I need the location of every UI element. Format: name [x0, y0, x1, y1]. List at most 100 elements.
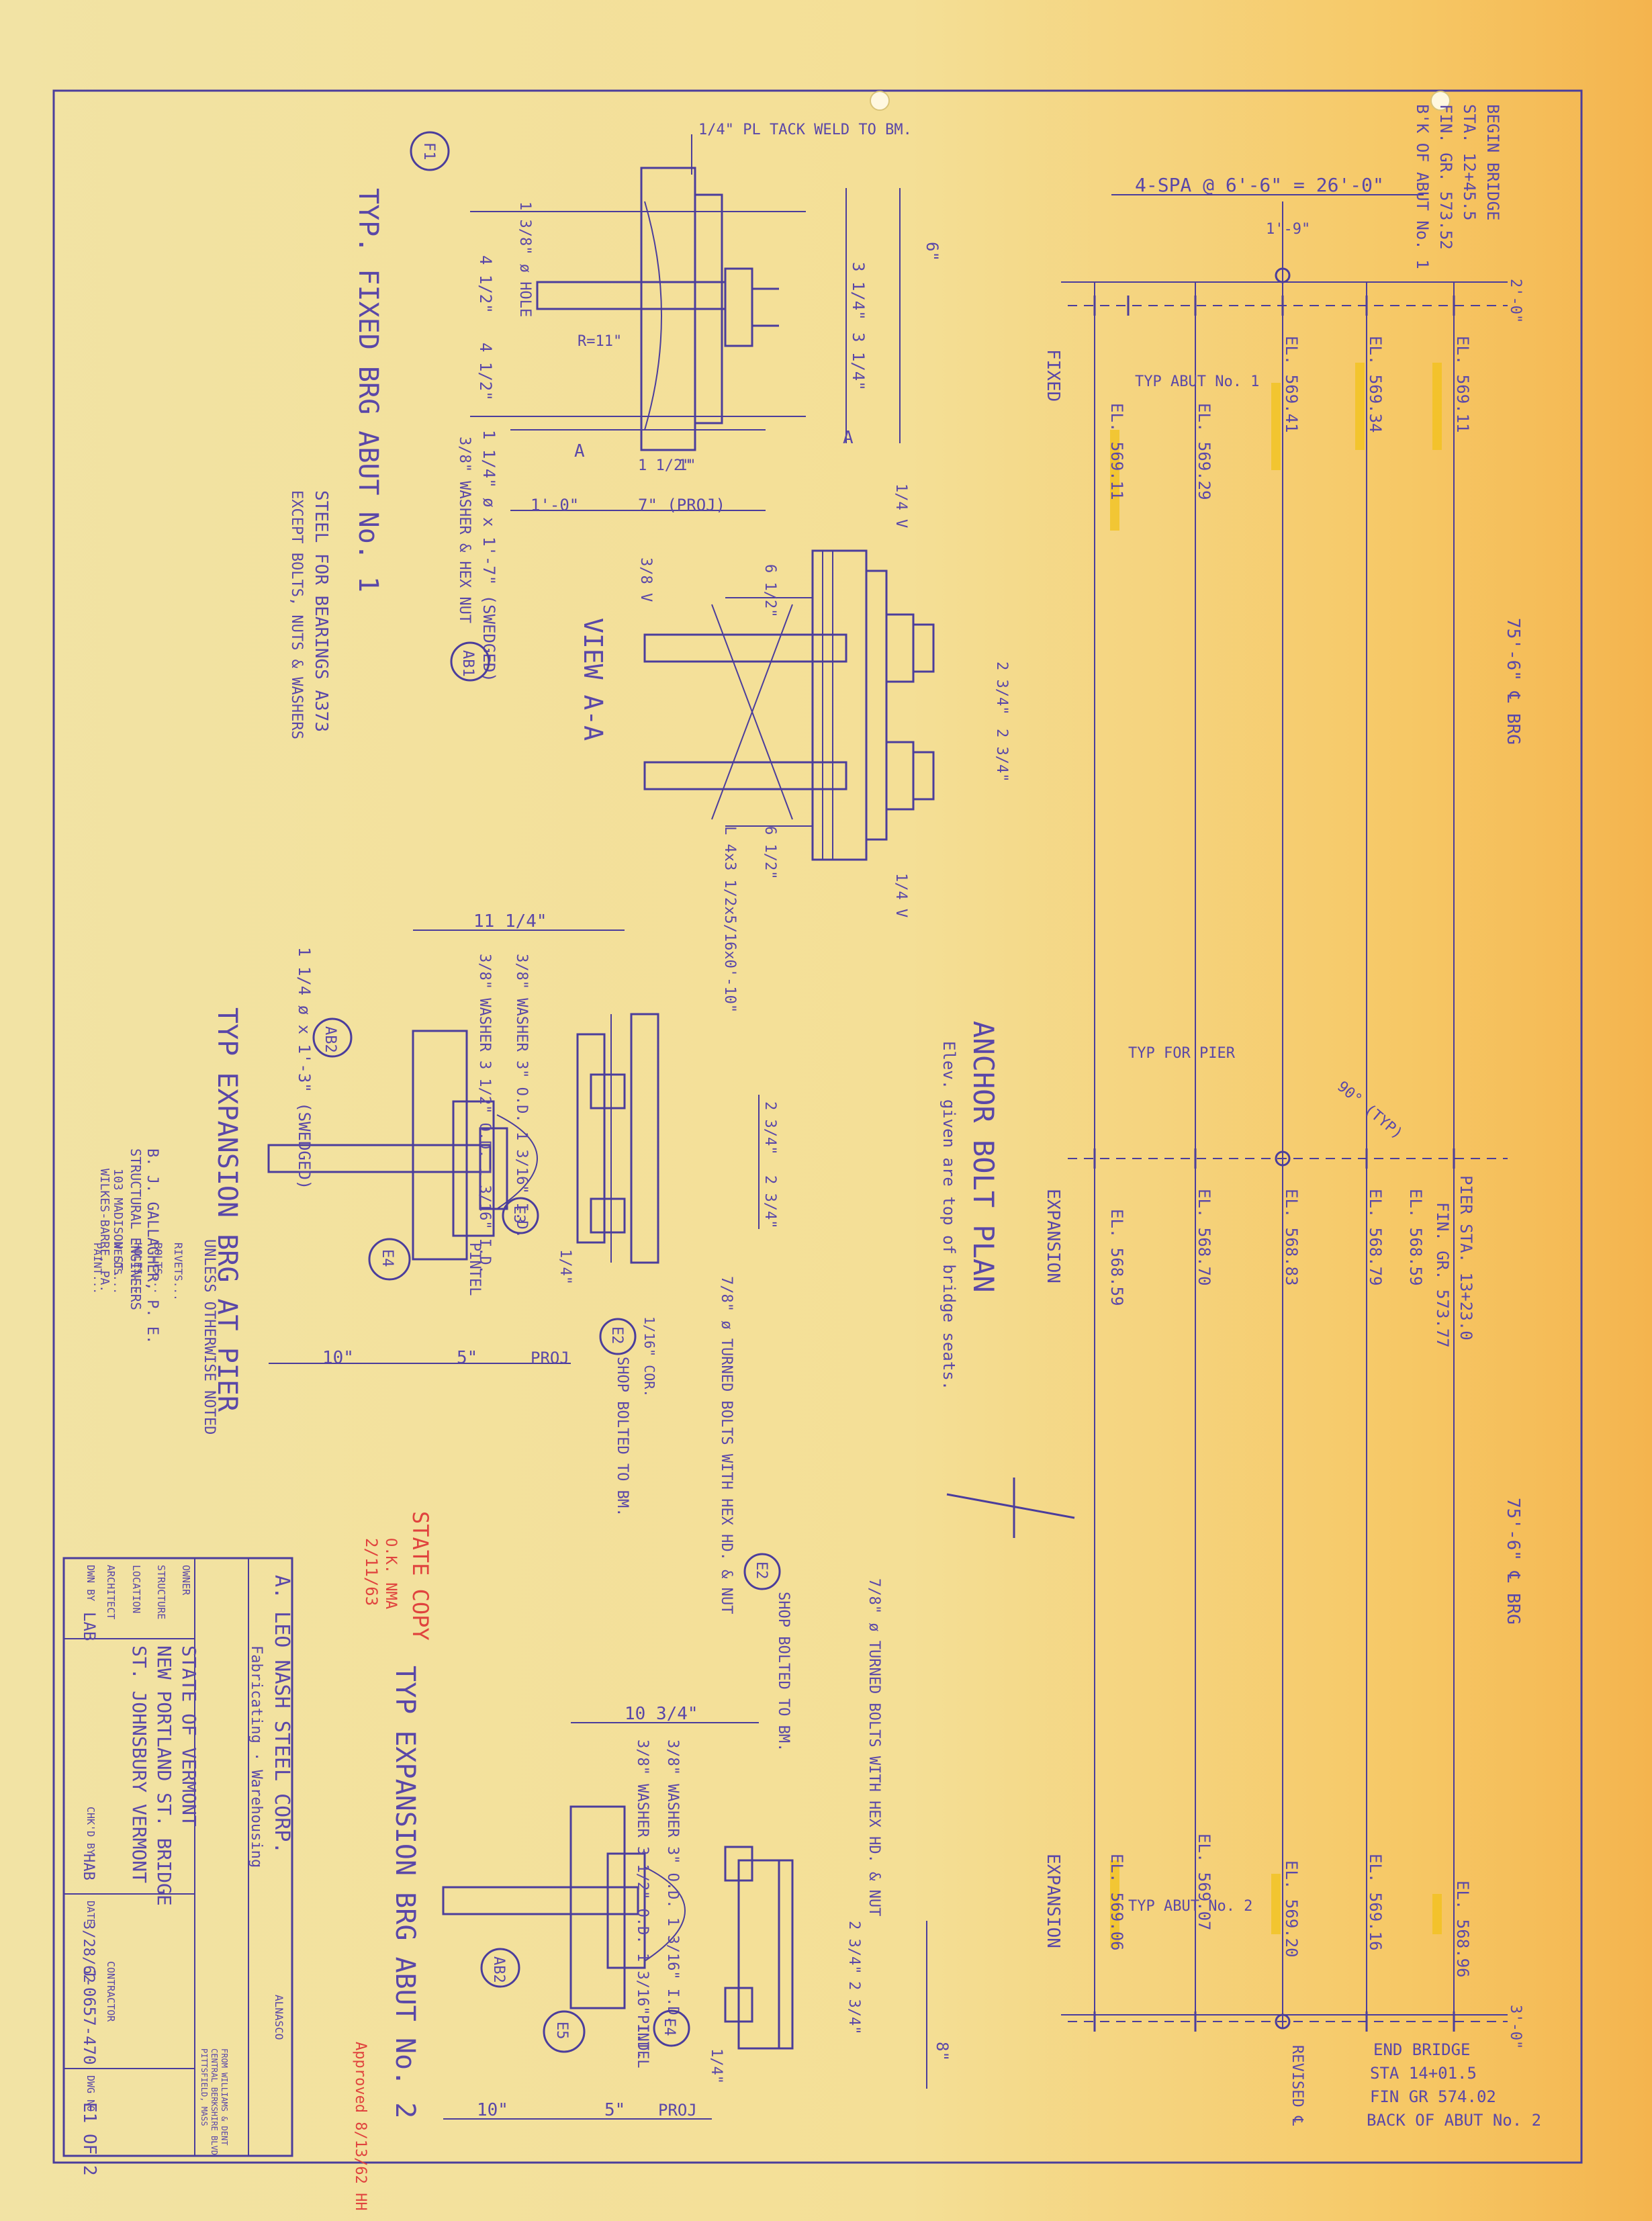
typ-pier: TYP FOR PIER [1128, 1045, 1236, 1062]
a2-dim-b: 2 3/4" [845, 1981, 862, 2034]
callout-e2-icon [502, 1197, 539, 1234]
callout-ab2b: AB2 [490, 1956, 507, 1983]
a2-proj: PROJ [658, 2101, 697, 2120]
company-tagline: Fabricating · Warehousing [248, 1645, 265, 1868]
a2-five: 5" [604, 2100, 625, 2120]
dim-6q-b: 6 1/2" [762, 826, 778, 879]
abut1-el-3: EL. 569.34 [1366, 336, 1385, 433]
callout-f1: F1 [420, 142, 437, 161]
pier-el-4: EL. 568.59 [1406, 1189, 1425, 1286]
dim-1-5: 1 1/2" [638, 457, 691, 474]
pier-proj: PROJ [531, 1349, 569, 1367]
notes-rivets: RIVETS... [172, 1242, 185, 1301]
pintel-a2: PINTEL [634, 2015, 651, 2068]
label-dwn: DWN BY [85, 1565, 97, 1601]
dim-1: 1" [678, 457, 696, 474]
dim-1ft: 1'-0" [531, 496, 579, 514]
pier-el-3: EL. 568.79 [1366, 1189, 1385, 1286]
value-location: ST. JOHNSBURY VERMONT [128, 1645, 150, 1883]
label-location: LOCATION [130, 1565, 142, 1613]
address-1: FROM WILLIAMS & DENT [220, 2048, 229, 2146]
washer-hex-note: 3/8" WASHER & HEX NUT [456, 437, 473, 623]
callout-ab2: AB2 [322, 1026, 338, 1053]
callout-e4-icon [653, 2009, 690, 2047]
view-aa: VIEW A-A 3/8 V 1/4 V 1/4 V 6 1/2" 6 1/2"… [578, 484, 1010, 1013]
pier-five: 5" [457, 1348, 477, 1368]
dim-6: 6" [923, 242, 942, 261]
callout-f1-icon [410, 131, 450, 171]
fixed-title: TYP. FIXED BRG ABUT No. 1 [353, 188, 383, 592]
engineer-3: 103 MADISON ST. [111, 1169, 125, 1278]
begin-bridge-3: FIN. GR. 573.52 [1436, 104, 1455, 250]
abut1-el-1: EL. 569.29 [1195, 403, 1213, 500]
address-3: PITTSFIELD, MASS [199, 2048, 209, 2126]
a2-dim-a: 2 3/4" [845, 1921, 862, 1974]
north-arrow-icon [946, 1478, 1075, 1538]
weld-2v-a: 1/4 V [892, 484, 909, 528]
dim-2q-b: 2 3/4" [993, 729, 1010, 782]
typ-abut1: TYP ABUT No. 1 [1135, 373, 1259, 390]
value-date: 3/28/62 [80, 1921, 97, 1983]
callout-e3: E4 [379, 1249, 396, 1267]
dim-proj: 7" (PROJ) [638, 496, 725, 514]
callout-ab1: AB1 [459, 650, 476, 677]
span-label-b: 75'-6" ℄ BRG [1503, 1498, 1523, 1625]
label-structure: STRUCTURE [155, 1565, 167, 1619]
fixed-bearing-view: 1/4" PL TACK WELD TO BM. 1 3/8" ø HOLE R… [288, 122, 942, 739]
title-block: A. LEO NASH STEEL CORP. Fabricating · Wa… [62, 1557, 293, 2176]
abut1-el-4: EL. 569.11 [1453, 336, 1472, 433]
three-ft-dim: 3'-0" [1507, 2005, 1524, 2049]
abut2-el-1: EL. 569.07 [1195, 1833, 1213, 1931]
label-dwg: DWG NO [85, 2075, 97, 2112]
pier-bearing-view: 11 1/4" 3/8" WASHER 3" O.D. 1 3/16" I.D.… [97, 911, 778, 1614]
callout-e1b-icon [743, 1553, 781, 1590]
pier-turned-bolts: 7/8" ø TURNED BOLTS WITH HEX HD. & NUT [718, 1276, 735, 1614]
section-a-left: A [574, 441, 585, 461]
pier-washer-b: 3/8" WASHER 3 1/2" O.D. 1 3/16" I.D. [476, 954, 493, 1274]
view-aa-title: VIEW A-A [578, 618, 608, 741]
notes-bolts: BOLTS... [152, 1242, 165, 1294]
fixed-label: FIXED [1043, 349, 1063, 402]
one-nine-dim: 1'-9" [1266, 221, 1310, 238]
notes-header: UNLESS OTHERWISE NOTED [201, 1239, 218, 1435]
tack-weld-note: 1/4" PL TACK WELD TO BM. [698, 122, 912, 138]
fixed-note-2: EXCEPT BOLTS, NUTS & WASHERS [288, 490, 305, 739]
a2-turned-bolts: 7/8" ø TURNED BOLTS WITH HEX HD. & NUT [866, 1578, 882, 1916]
pier-shop-bolted: SHOP BOLTED TO BM. [614, 1357, 631, 1516]
value-structure: NEW PORTLAND ST. BRIDGE [153, 1645, 175, 1906]
engineer-2: STRUCTURAL ENGINEERS [128, 1148, 144, 1310]
two-ft-dim: 2'-0" [1507, 279, 1524, 323]
spacing-dim: 4-SPA @ 6'-6" = 26'-0" [1135, 174, 1384, 196]
anchor-plan-note: Elev. given are top of bridge seats. [939, 1041, 958, 1390]
callout-e1: E2 [608, 1326, 625, 1345]
pier-title: TYP EXPANSION BRG AT PIER [212, 1007, 242, 1412]
callout-e5-icon [543, 2010, 586, 2053]
pier-sta: PIER STA. 13+23.0 [1457, 1175, 1475, 1341]
value-job: J-0657-470 [80, 1968, 99, 2065]
callout-e1-icon [599, 1318, 637, 1355]
pier-el-0: EL. 568.59 [1107, 1209, 1126, 1306]
value-dwg: E1 OF 2 [79, 2102, 99, 2176]
weld-8v: 3/8 V [637, 557, 654, 602]
section-a-right: A [843, 428, 854, 448]
label-chkd: CHK'D BY [85, 1807, 97, 1855]
abut2-el-0: EL. 569.06 [1107, 1854, 1126, 1951]
abut2-el-3: EL. 569.16 [1366, 1854, 1385, 1951]
pier-dim-a: 2 3/4" [762, 1101, 778, 1154]
label-date: DATE [85, 1901, 97, 1925]
abut2-el-4: EL. 568.96 [1453, 1880, 1472, 1978]
begin-bridge-4: B'K OF ABUT No. 1 [1413, 104, 1432, 269]
pier-cor: 1/16" COR. [641, 1316, 657, 1397]
value-chkd: HAB [80, 1854, 97, 1880]
anchor-bolt-plan: BEGIN BRIDGE STA. 12+45.5 FIN. GR. 573.5… [939, 104, 1541, 2130]
value-dwn: LAB [80, 1612, 99, 1641]
abut1-el-2: EL. 569.41 [1282, 336, 1301, 433]
callout-e3-icon [368, 1238, 411, 1281]
state-copy-stamp: STATE COPY O.K. NMA 2/11/63 Approved 8/1… [352, 1511, 433, 2211]
state-copy-ok: O.K. NMA [382, 1538, 399, 1609]
fixed-note-1: STEEL FOR BEARINGS A373 [311, 490, 331, 732]
address-2: CENTRAL BERKSHIRE BLVD [210, 2048, 219, 2155]
callout-e4: E4 [661, 2018, 678, 2036]
label-architect: ARCHITECT [105, 1565, 117, 1619]
